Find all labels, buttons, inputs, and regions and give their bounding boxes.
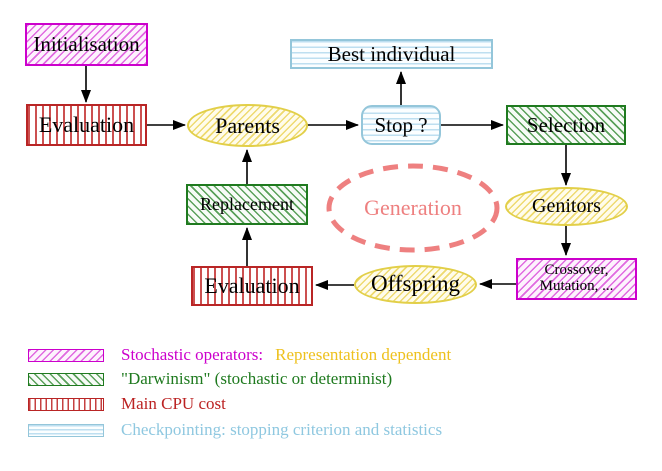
node-best-individual-label: Best individual [327, 41, 456, 66]
node-initialisation-label: Initialisation [33, 32, 140, 57]
legend-swatch-red-stripes-icon [28, 397, 104, 411]
legend-item-checkpointing: Checkpointing: stopping criterion and st… [28, 420, 443, 439]
node-parents: Parents [187, 104, 308, 147]
node-replacement: Replacement [186, 184, 308, 225]
legend-label-main-cpu-cost: Main CPU cost [121, 394, 226, 413]
legend-swatch-green-hatch-icon [28, 372, 104, 386]
node-replacement-label: Replacement [200, 194, 294, 215]
legend-swatch-magenta-hatch-icon [28, 348, 104, 362]
generation-label-text: Generation [364, 195, 462, 221]
legend-item-stochastic-operators: Stochastic operators: Representation dep… [28, 345, 452, 364]
legend-label-darwinism: "Darwinism" (stochastic or determinist) [121, 369, 393, 388]
node-evaluation-top-label: Evaluation [38, 112, 135, 138]
node-stop: Stop ? [361, 105, 441, 145]
node-evaluation-bottom: Evaluation [191, 266, 313, 306]
node-offspring-label: Offspring [370, 271, 460, 297]
node-genitors-label: Genitors [532, 195, 601, 217]
node-evaluation-top: Evaluation [26, 104, 147, 146]
node-offspring: Offspring [354, 265, 477, 304]
legend-swatch-cyan-stripes-icon [28, 423, 104, 437]
node-selection-label: Selection [526, 112, 606, 137]
node-crossover-line2: Mutation, ... [539, 278, 614, 294]
node-genitors: Genitors [505, 187, 628, 226]
legend-label-checkpointing: Checkpointing: stopping criterion and st… [121, 420, 443, 439]
legend-item-main-cpu-cost: Main CPU cost [28, 394, 226, 413]
node-initialisation: Initialisation [25, 23, 148, 66]
node-parents-label: Parents [215, 112, 280, 138]
node-best-individual: Best individual [290, 39, 493, 69]
node-evaluation-bottom-label: Evaluation [204, 273, 300, 299]
legend-label-stochastic-operators: Stochastic operators: [121, 345, 264, 364]
legend-item-darwinism: "Darwinism" (stochastic or determinist) [28, 369, 393, 388]
node-stop-label: Stop ? [374, 112, 428, 137]
legend-label-representation-dependent: Representation dependent [275, 345, 452, 364]
node-crossover-line1: Crossover, [544, 262, 609, 279]
node-crossover-mutation: Crossover, Mutation, ... [516, 258, 637, 300]
node-selection: Selection [506, 105, 626, 145]
generation-cycle-label: Generation [329, 194, 497, 222]
